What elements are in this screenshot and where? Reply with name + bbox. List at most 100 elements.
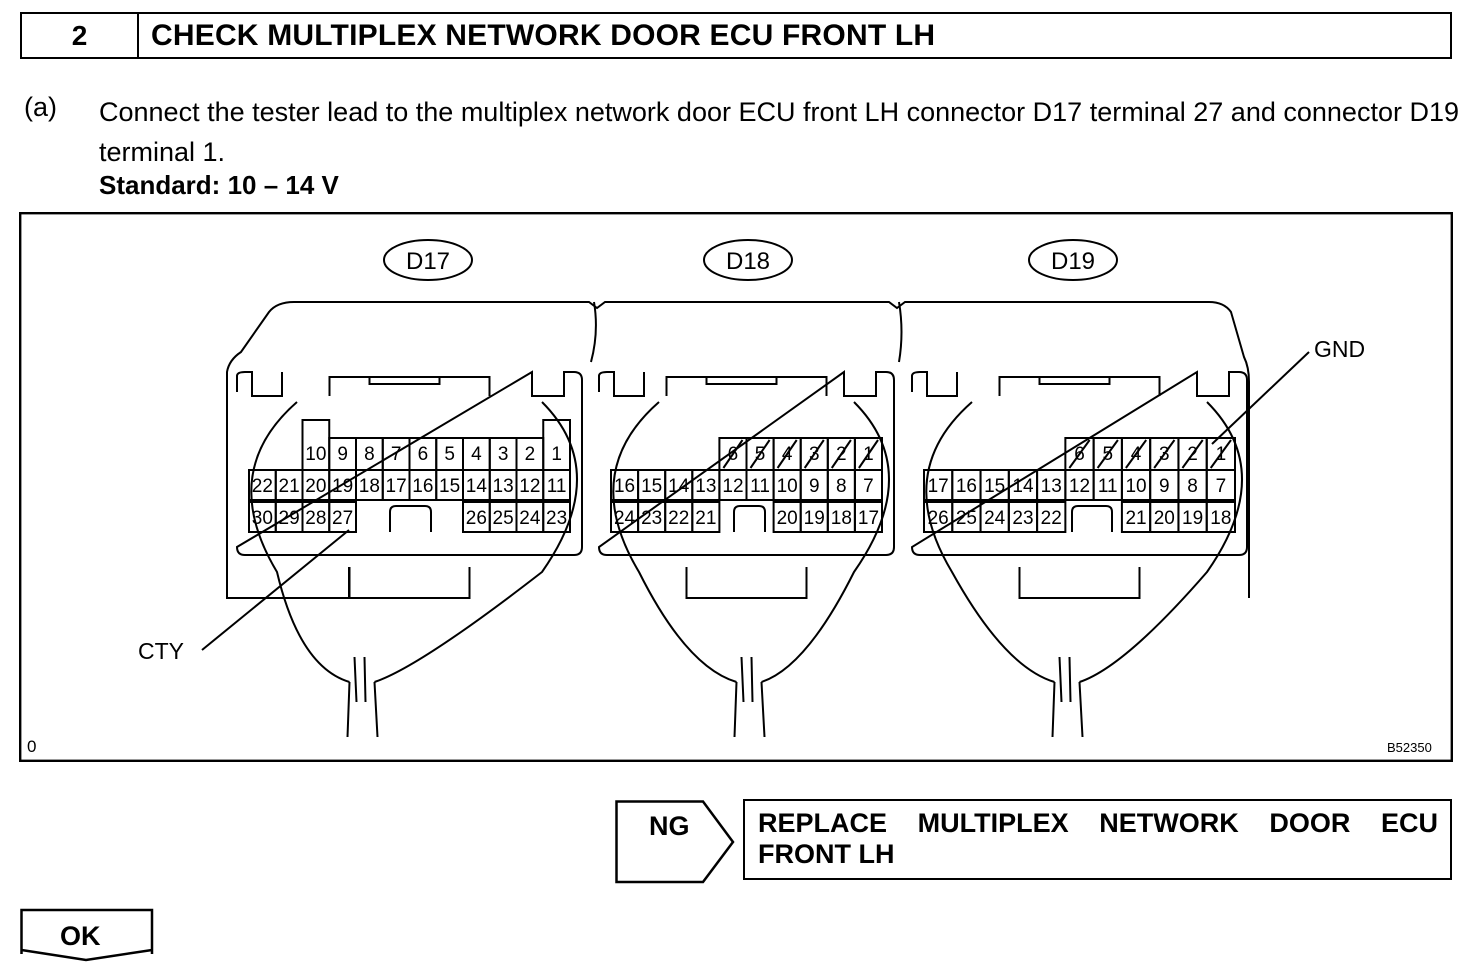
gnd-label: GND — [1314, 336, 1365, 362]
connector-latch — [328, 376, 491, 396]
step-title: CHECK MULTIPLEX NETWORK DOOR ECU FRONT L… — [151, 18, 936, 52]
terminal-number: 25 — [956, 508, 977, 529]
ng-indicator: NG — [615, 800, 735, 884]
terminal-number: 18 — [1210, 508, 1231, 529]
terminal-number: 9 — [809, 476, 820, 497]
ecu-housing — [226, 301, 1250, 598]
terminal-number: 17 — [386, 476, 407, 497]
terminal-number: 21 — [695, 508, 716, 529]
connector-name: D18 — [726, 248, 770, 275]
terminal-number: 5 — [444, 444, 455, 465]
terminal-number: 6 — [418, 444, 429, 465]
terminal-number: 2 — [525, 444, 536, 465]
ok-label: OK — [60, 921, 101, 951]
wire-harness — [612, 401, 890, 683]
instruction-marker: (a) — [24, 92, 57, 122]
wire-bundle — [346, 656, 379, 738]
terminal-number: 15 — [641, 476, 662, 497]
terminal-number: 12 — [519, 476, 540, 497]
terminal-number: 7 — [1216, 476, 1227, 497]
terminal-number: 24 — [984, 508, 1006, 529]
wire-harness — [925, 401, 1243, 683]
terminal-number: 18 — [831, 508, 852, 529]
ok-indicator: OK — [20, 908, 154, 962]
terminal-number: 11 — [547, 476, 567, 497]
terminal-number: 19 — [804, 508, 825, 529]
terminal-number: 3 — [498, 444, 509, 465]
ng-action-box: REPLACE MULTIPLEX NETWORK DOOR ECU FRONT… — [743, 799, 1452, 880]
standard-value: Standard: 10 – 14 V — [99, 170, 339, 200]
terminal-number: 9 — [337, 444, 348, 465]
connector-face — [597, 370, 895, 556]
terminal-number: 22 — [668, 508, 689, 529]
terminal-number: 29 — [279, 508, 300, 529]
connector-name: D17 — [406, 248, 450, 275]
terminal-number: 28 — [305, 508, 326, 529]
terminal-number: 20 — [777, 508, 798, 529]
ng-action-text: REPLACE MULTIPLEX NETWORK DOOR ECU FRONT… — [758, 808, 1438, 869]
terminal-number: 10 — [1125, 476, 1146, 497]
step-header: 2 CHECK MULTIPLEX NETWORK DOOR ECU FRONT… — [20, 12, 1452, 59]
terminal-number: 8 — [836, 476, 847, 497]
terminal-number: 14 — [1012, 476, 1034, 497]
terminal-number: 23 — [641, 508, 662, 529]
wire-bundle — [733, 656, 766, 738]
terminal-number: 22 — [252, 476, 273, 497]
cty-label: CTY — [138, 638, 184, 664]
terminal-number: 8 — [364, 444, 375, 465]
terminal-number: 17 — [928, 476, 949, 497]
terminal-cell — [691, 501, 721, 533]
wire-bundle — [1051, 656, 1084, 738]
figure-id: B52350 — [1387, 740, 1432, 755]
connector-label-ellipse — [703, 239, 793, 281]
terminal-number: 26 — [928, 508, 949, 529]
wire-harness — [250, 401, 578, 683]
terminal-number: 4 — [471, 444, 482, 465]
terminal-number: 12 — [1069, 476, 1090, 497]
terminal-number: 11 — [1098, 476, 1118, 497]
terminal-number: 20 — [1154, 508, 1175, 529]
terminal-number: 16 — [956, 476, 977, 497]
connector-name: D19 — [1051, 248, 1095, 275]
terminal-number: 13 — [493, 476, 514, 497]
terminal-cell — [1036, 501, 1067, 533]
terminal-number: 19 — [1182, 508, 1203, 529]
terminal-number: 12 — [722, 476, 743, 497]
terminal-number: 9 — [1159, 476, 1170, 497]
cty-leader-line — [201, 529, 350, 651]
terminal-number: 27 — [332, 508, 353, 529]
terminal-number: 15 — [984, 476, 1005, 497]
terminal-cell — [328, 501, 357, 533]
terminal-number: 13 — [1041, 476, 1062, 497]
terminal-number: 16 — [412, 476, 433, 497]
terminal-number: 1 — [551, 444, 562, 465]
terminal-number: 11 — [750, 476, 770, 497]
terminal-number: 16 — [614, 476, 635, 497]
terminal-number: 7 — [863, 476, 874, 497]
terminal-cell — [1205, 437, 1237, 471]
gnd-leader-line — [1211, 351, 1310, 445]
connector-face — [910, 370, 1248, 556]
terminal-number: 19 — [332, 476, 353, 497]
terminal-number: 30 — [252, 508, 273, 529]
terminal-number: 24 — [614, 508, 636, 529]
terminal-number: 7 — [391, 444, 402, 465]
terminal-number: 10 — [305, 444, 326, 465]
terminal-cell — [853, 437, 884, 471]
terminal-number: 23 — [546, 508, 567, 529]
terminal-number: 24 — [519, 508, 541, 529]
step-number: 2 — [22, 14, 139, 57]
terminal-number: 20 — [305, 476, 326, 497]
terminal-number: 21 — [1125, 508, 1146, 529]
terminal-number: 8 — [1187, 476, 1198, 497]
terminal-number: 14 — [466, 476, 488, 497]
terminal-number: 18 — [359, 476, 380, 497]
connector-latch — [998, 376, 1161, 396]
terminal-number: 17 — [858, 508, 879, 529]
terminal-number: 26 — [466, 508, 487, 529]
terminal-number: 15 — [439, 476, 460, 497]
ng-label: NG — [649, 811, 690, 841]
terminal-number: 13 — [695, 476, 716, 497]
connector-label-ellipse — [383, 239, 473, 281]
